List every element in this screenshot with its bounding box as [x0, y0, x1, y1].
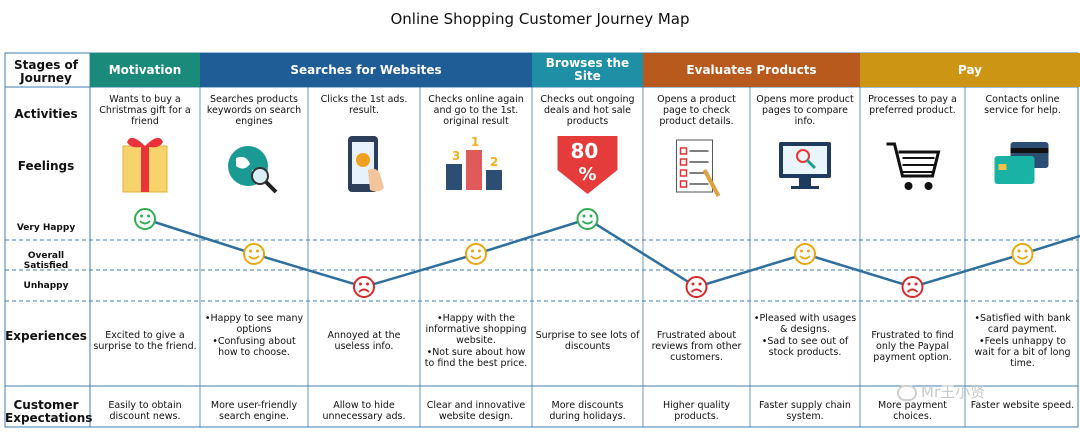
expectation-cell-4: Clear and innovative website design. — [423, 400, 529, 422]
stage-header-2: Searches for Websites — [200, 53, 532, 87]
row-label-activities: Activities — [5, 108, 87, 121]
feeling-face-very-happy-1 — [135, 209, 155, 229]
stage-header-3: Browses the Site — [532, 53, 643, 87]
activity-cell-4: Checks online again and go to the 1st. o… — [423, 94, 529, 132]
feeling-face-satisfied-7 — [795, 244, 815, 264]
wechat-icon — [897, 385, 917, 401]
monitor-search-icon — [779, 142, 831, 189]
watermark-text: Mr王小贤 — [921, 383, 985, 401]
expectation-cell-2: More user-friendly search engine. — [203, 400, 305, 422]
expectation-cell-5: More discounts during holidays. — [535, 400, 640, 422]
svg-text:%: % — [579, 164, 597, 185]
credit-card-icon — [995, 142, 1049, 184]
experience-item: Not sure about how to find the best pric… — [423, 347, 529, 369]
ranking-podium-icon: 312 — [446, 135, 502, 190]
globe-search-icon — [228, 146, 276, 192]
experience-item: Satisfied with bank card payment. — [968, 313, 1077, 335]
level-very-happy: Very Happy — [5, 223, 87, 233]
emotion-curve — [145, 219, 1080, 287]
feeling-face-unhappy-6 — [687, 277, 707, 297]
experience-cell-6: Frustrated about reviews from other cust… — [646, 330, 747, 363]
expectation-cell-8: More payment choices. — [863, 400, 962, 422]
expectation-cell-7: Faster supply chain system. — [753, 400, 857, 422]
activity-cell-7: Opens more product pages to compare info… — [753, 94, 857, 132]
expectation-cell-6: Higher quality products. — [646, 400, 747, 422]
experience-item: Pleased with usages & designs. — [753, 313, 857, 335]
phone-tap-icon — [348, 136, 384, 192]
feeling-face-satisfied-4 — [466, 244, 486, 264]
experience-item: Sad to see out of stock products. — [753, 336, 857, 358]
feeling-face-unhappy-8 — [903, 277, 923, 297]
experience-cell-1: Excited to give a surprise to the friend… — [93, 330, 197, 352]
expectation-cell-3: Allow to hide unnecessary ads. — [311, 400, 417, 422]
experience-cell-5: Surprise to see lots of discounts — [535, 330, 640, 352]
expectation-cell-1: Easily to obtain discount news. — [93, 400, 197, 422]
activity-cell-2: Searches products keywords on search eng… — [203, 94, 305, 132]
activity-cell-5: Checks out ongoing deals and hot sale pr… — [535, 94, 640, 132]
discount-tag-icon: 80% — [558, 136, 618, 194]
experience-cell-7: Pleased with usages & designs.Sad to see… — [753, 313, 857, 359]
feeling-face-satisfied-2 — [244, 244, 264, 264]
experience-cell-4: Happy with the informative shopping webs… — [423, 313, 529, 370]
level-overall-satisfied: Overall Satisfied — [5, 251, 87, 271]
row-label-feelings: Feelings — [5, 160, 87, 173]
shopping-cart-icon — [887, 144, 939, 190]
feeling-face-satisfied-9 — [1013, 244, 1033, 264]
svg-text:1: 1 — [471, 135, 479, 149]
level-unhappy: Unhappy — [5, 281, 87, 291]
experience-item: Happy to see many options — [203, 313, 305, 335]
experience-cell-3: Annoyed at the useless info. — [311, 330, 417, 352]
svg-text:80: 80 — [571, 139, 599, 163]
stage-header-5: Pay — [860, 53, 1080, 87]
svg-text:2: 2 — [490, 155, 498, 169]
checklist-icon — [677, 140, 719, 196]
experience-cell-8: Frustrated to find only the Paypal payme… — [863, 330, 962, 363]
row-label-experiences: Experiences — [5, 330, 87, 343]
watermark: Mr王小贤 — [897, 381, 985, 402]
feeling-face-very-happy-5 — [578, 209, 598, 229]
stage-header-4: Evaluates Products — [643, 53, 860, 87]
experience-item: Happy with the informative shopping webs… — [423, 313, 529, 346]
activity-cell-8: Processes to pay a preferred product. — [863, 94, 962, 132]
stage-header-1: Motivation — [90, 53, 200, 87]
activity-cell-6: Opens a product page to check product de… — [646, 94, 747, 132]
activity-cell-3: Clicks the 1st ads. result. — [311, 94, 417, 132]
row-label-expectations: Customer Expectations — [5, 399, 87, 425]
gift-icon — [123, 138, 167, 192]
activity-cell-9: Contacts online service for help. — [968, 94, 1077, 132]
experience-cell-9: Satisfied with bank card payment.Feels u… — [968, 313, 1077, 370]
activity-cell-1: Wants to buy a Christmas gift for a frie… — [93, 94, 197, 132]
svg-text:3: 3 — [452, 149, 460, 163]
feeling-face-unhappy-3 — [354, 277, 374, 297]
row-label-stages: Stages of Journey — [5, 59, 87, 85]
experience-item: Feels unhappy to wait for a bit of long … — [968, 336, 1077, 369]
experience-cell-2: Happy to see many optionsConfusing about… — [203, 313, 305, 359]
experience-item: Confusing about how to choose. — [203, 336, 305, 358]
